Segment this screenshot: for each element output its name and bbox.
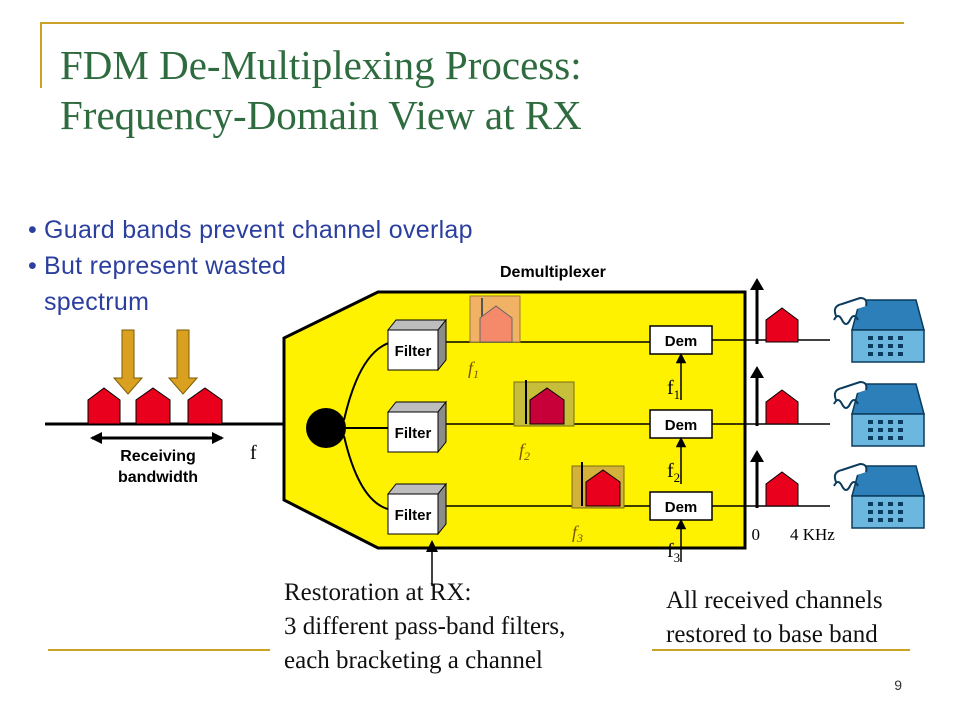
caption-right-line: All received channels	[666, 587, 883, 614]
frame-bottom-left-line	[48, 649, 270, 651]
filter-freq-labels: f1 f2 f3	[468, 358, 583, 545]
received-channel-2	[135, 387, 171, 425]
filter-label: Filter	[395, 425, 432, 442]
received-channel-1	[87, 387, 121, 425]
caption-left: Restoration at RX: 3 different pass-band…	[284, 576, 565, 678]
dem-label: Dem	[665, 499, 698, 516]
bullet-item: •But represent wasted	[28, 252, 287, 280]
bullet-continuation: spectrum	[44, 288, 150, 316]
dem-label: Dem	[665, 333, 698, 350]
filter-2: Filter	[386, 400, 448, 454]
filter-1: Filter	[386, 318, 448, 372]
filter-3: Filter	[386, 482, 448, 536]
slide-title: FDM De-Multiplexing Process: Frequency-D…	[60, 40, 920, 140]
filter-freq-1: f1	[468, 358, 479, 381]
frame-bottom-right-line	[652, 649, 910, 651]
filter-label: Filter	[395, 343, 432, 360]
demux-title: Demultiplexer	[500, 264, 606, 281]
bullet-text: But represent wasted	[44, 252, 287, 280]
caption-left-line: 3 different pass-band filters,	[284, 613, 566, 640]
dem-3: Dem	[649, 491, 713, 521]
receiving-label-1: Receiving	[120, 448, 196, 465]
baseband-spectrum-3	[750, 450, 799, 508]
caption-right-line: restored to base band	[666, 621, 878, 648]
baseband-zero-label: 0	[752, 525, 761, 544]
filter-label: Filter	[395, 507, 432, 524]
bullet-item: •Guard bands prevent channel overlap	[28, 216, 473, 244]
baseband-spectrum-1	[750, 278, 799, 344]
baseband-spectrum-2	[750, 366, 799, 426]
dem-label: Dem	[665, 417, 698, 434]
caption-left-line: Restoration at RX:	[284, 579, 472, 606]
filtered-channel-1	[469, 295, 521, 343]
dem-2: Dem	[649, 409, 713, 439]
telephone-2-icon	[833, 381, 925, 447]
page-number: 9	[894, 677, 902, 693]
received-channel-3	[187, 387, 223, 425]
bullet-text: Guard bands prevent channel overlap	[44, 216, 473, 244]
telephone-3-icon	[833, 463, 925, 529]
baseband-max-label: 4 KHz	[790, 525, 835, 544]
telephone-1-icon	[833, 297, 925, 363]
bandwidth-arrow-left	[90, 432, 102, 444]
filtered-channel-3	[571, 462, 625, 509]
received-channels	[87, 387, 223, 425]
bandwidth-arrow-right	[212, 432, 224, 444]
splitter-node	[306, 408, 346, 448]
guard-arrow-2	[167, 329, 199, 395]
bullet-list: •Guard bands prevent channel overlap •Bu…	[28, 212, 548, 320]
receiving-label-2: bandwidth	[118, 469, 198, 486]
title-line-1: FDM De-Multiplexing Process:	[60, 42, 582, 88]
filtered-channel-2	[513, 380, 575, 427]
caption-right: All received channels restored to base b…	[666, 584, 883, 652]
filter-freq-3: f3	[572, 522, 583, 545]
guard-arrow-1	[112, 329, 144, 395]
filter-freq-2: f2	[519, 440, 530, 463]
input-f-label: f	[250, 442, 257, 464]
frame-top-line	[40, 22, 904, 24]
dem-1: Dem	[649, 325, 713, 355]
caption-left-line: each bracketing a channel	[284, 647, 543, 674]
title-line-2: Frequency-Domain View at RX	[60, 92, 582, 138]
guard-band-arrows	[112, 329, 199, 395]
frame-left-line	[40, 22, 42, 88]
